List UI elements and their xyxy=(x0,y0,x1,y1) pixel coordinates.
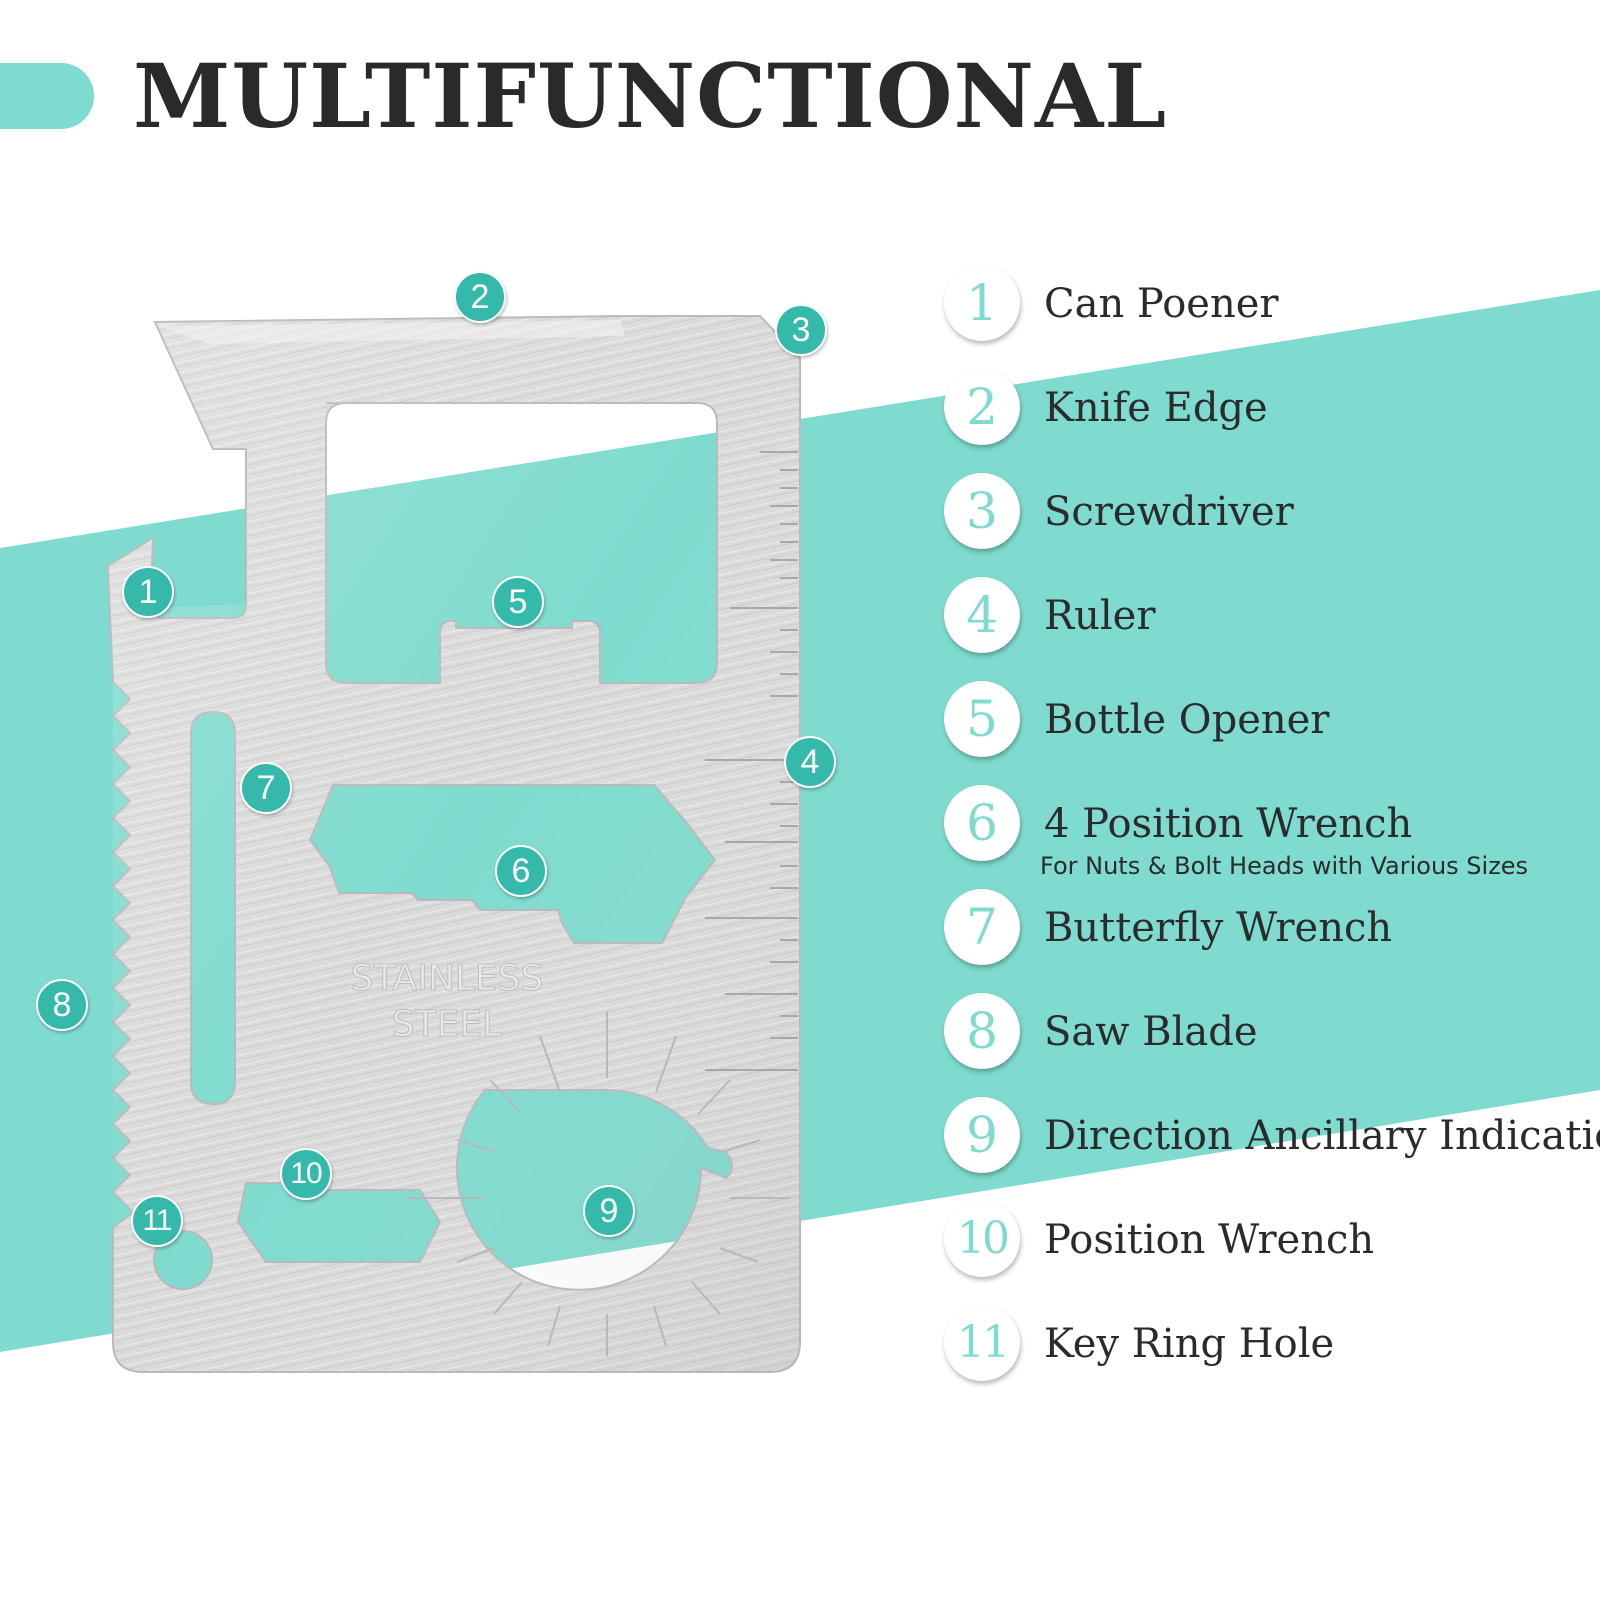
engraving-steel: STEEL xyxy=(392,1004,502,1045)
feature-label: Butterfly Wrench xyxy=(1044,905,1393,951)
feature-number: 7 xyxy=(944,889,1020,965)
feature-number: 10 xyxy=(944,1201,1020,1277)
feature-list: 1 Can Poener 2 Knife Edge 3 Screwdriver … xyxy=(944,263,1600,1407)
marker-5-bottle-opener: 5 xyxy=(492,576,544,628)
feature-label: Can Poener xyxy=(1044,281,1279,327)
feature-number: 6 xyxy=(944,785,1020,861)
feature-label: Key Ring Hole xyxy=(1044,1321,1335,1367)
marker-11-key-ring-hole: 11 xyxy=(131,1195,183,1247)
direction-rays xyxy=(405,1012,790,1356)
feature-item-key-ring-hole: 11 Key Ring Hole xyxy=(944,1303,1594,1407)
feature-item-4-position-wrench: 6 4 Position Wrench For Nuts & Bolt Head… xyxy=(944,783,1594,887)
title-accent-pill xyxy=(0,63,94,129)
feature-item-ruler: 4 Ruler xyxy=(944,575,1594,679)
feature-label: Ruler xyxy=(1044,593,1156,639)
feature-label: Saw Blade xyxy=(1044,1009,1258,1055)
feature-number: 2 xyxy=(944,369,1020,445)
feature-number: 9 xyxy=(944,1097,1020,1173)
feature-label: 4 Position Wrench xyxy=(1044,801,1413,847)
knife-edge-highlight xyxy=(158,320,625,344)
feature-number: 11 xyxy=(944,1305,1020,1381)
feature-label: Bottle Opener xyxy=(1044,697,1330,743)
feature-number: 1 xyxy=(944,265,1020,341)
feature-item-knife-edge: 2 Knife Edge xyxy=(944,367,1594,471)
marker-2-knife-edge: 2 xyxy=(454,271,506,323)
card-body xyxy=(106,315,801,1373)
feature-item-butterfly-wrench: 7 Butterfly Wrench xyxy=(944,887,1594,991)
marker-3-screwdriver: 3 xyxy=(775,304,827,356)
feature-label: Position Wrench xyxy=(1044,1217,1375,1263)
feature-label: Screwdriver xyxy=(1044,489,1294,535)
feature-number: 4 xyxy=(944,577,1020,653)
marker-7-butterfly-wrench: 7 xyxy=(240,762,292,814)
marker-1-can-opener: 1 xyxy=(122,566,174,618)
feature-item-direction-indication: 9 Direction Ancillary Indication xyxy=(944,1095,1600,1199)
feature-label: Knife Edge xyxy=(1044,385,1268,431)
feature-item-bottle-opener: 5 Bottle Opener xyxy=(944,679,1594,783)
marker-6-position-wrench: 6 xyxy=(495,845,547,897)
engraving-stainless: STAINLESS xyxy=(351,958,544,999)
page-title: MULTIFUNCTIONAL xyxy=(133,44,1168,148)
feature-item-saw-blade: 8 Saw Blade xyxy=(944,991,1594,1095)
marker-10-position-wrench: 10 xyxy=(280,1148,332,1200)
feature-number: 8 xyxy=(944,993,1020,1069)
feature-sublabel: For Nuts & Bolt Heads with Various Sizes xyxy=(1040,852,1529,880)
feature-number: 3 xyxy=(944,473,1020,549)
feature-number: 5 xyxy=(944,681,1020,757)
feature-item-screwdriver: 3 Screwdriver xyxy=(944,471,1594,575)
feature-label: Direction Ancillary Indication xyxy=(1044,1113,1600,1159)
marker-9-direction-indication: 9 xyxy=(583,1185,635,1237)
feature-item-position-wrench: 10 Position Wrench xyxy=(944,1199,1594,1303)
feature-item-can-opener: 1 Can Poener xyxy=(944,263,1594,367)
marker-8-saw-blade: 8 xyxy=(36,979,88,1031)
marker-4-ruler: 4 xyxy=(784,736,836,788)
